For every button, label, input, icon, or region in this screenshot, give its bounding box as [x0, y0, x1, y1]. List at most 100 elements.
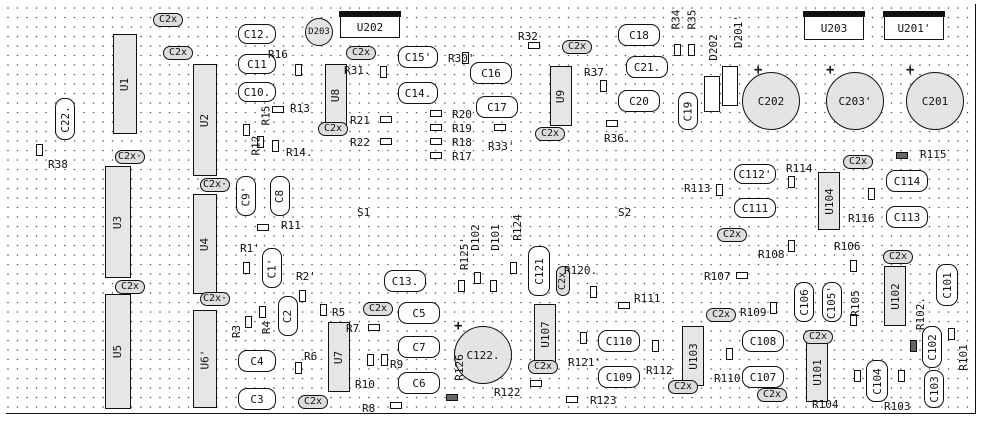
- resistor-body: [430, 152, 442, 159]
- label-r120: R120.: [564, 264, 598, 277]
- resistor-body: [510, 262, 517, 274]
- label-r19: R19: [452, 122, 472, 135]
- cap-c11: C11: [238, 54, 276, 74]
- cap-c2x: C2x: [757, 388, 787, 402]
- ic-u7: U7: [328, 322, 350, 392]
- cap-c106: C106: [794, 282, 814, 322]
- diode-d203: D203: [305, 18, 333, 46]
- cap-c22: C22.: [55, 98, 75, 140]
- resistor-body: [462, 52, 469, 64]
- cap-c203: C203': [826, 72, 884, 130]
- cap-c7: C7: [398, 336, 440, 358]
- label-r16: R16: [268, 48, 288, 61]
- resistor-body: [788, 176, 795, 188]
- label-r17: R17: [452, 150, 472, 163]
- label-r15: R15: [259, 105, 273, 126]
- resistor-body: [430, 110, 442, 117]
- resistor-body: [494, 124, 506, 131]
- cap-c21: C21.: [626, 56, 668, 78]
- resistor-body: [528, 42, 540, 49]
- cap-c2x: C2x: [346, 46, 376, 60]
- resistor-body: [566, 396, 578, 403]
- resistor-body: [896, 152, 908, 159]
- cap-c105: C105': [822, 282, 842, 322]
- cap-c2x: C2x: [163, 46, 193, 60]
- label-r32: R32: [518, 30, 538, 43]
- label-r124: R124: [510, 214, 524, 241]
- resistor-body: [606, 120, 618, 127]
- cap-c14: C14.: [398, 82, 438, 104]
- cap-c8: C8: [270, 176, 290, 216]
- resistor-body: [850, 314, 857, 326]
- resistor-body: [590, 286, 597, 298]
- label-r21: R21: [350, 114, 370, 127]
- cap-c1: C1': [262, 248, 282, 288]
- label-r11: R11: [281, 219, 301, 232]
- resistor-body: [688, 44, 695, 56]
- label-r102: R102.: [914, 296, 928, 331]
- label-r35: R35: [685, 9, 699, 30]
- cap-c104: C104: [866, 360, 888, 402]
- cap-c16: C16: [470, 62, 512, 84]
- cap-c2x: C2x: [153, 13, 183, 27]
- ic-u107: U107: [534, 304, 556, 364]
- cap-c102: C102: [922, 326, 942, 368]
- ic-u3: U3: [105, 166, 131, 278]
- label-r109: R109: [740, 306, 767, 319]
- ic-u6: U6': [193, 310, 217, 408]
- label-r8: R8: [362, 402, 376, 415]
- label-r18: R18: [452, 136, 472, 149]
- cap-c10: C10.: [238, 82, 276, 102]
- label-r121: R121': [568, 356, 602, 369]
- cap-c2x: C2x: [556, 266, 570, 296]
- label-r30: R30': [448, 52, 475, 65]
- cap-c2x: C2x: [115, 280, 145, 294]
- polarity-mark: +: [906, 62, 915, 78]
- label-r116: R116: [848, 212, 875, 225]
- resistor-body: [243, 124, 250, 136]
- resistor-body: [299, 290, 306, 302]
- label-r107: R107: [704, 270, 731, 283]
- cap-c17: C17: [476, 96, 518, 118]
- cap-c112: C112': [734, 164, 776, 184]
- cap-c2x: C2x: [717, 228, 747, 242]
- cap-c20: C20: [618, 90, 660, 112]
- cap-c121: C121: [528, 246, 550, 296]
- resistor-body: [430, 124, 442, 131]
- resistor-body: [716, 184, 723, 196]
- resistor-body: [788, 240, 795, 252]
- label-r106: R106: [834, 240, 861, 253]
- cap-c19: C19: [678, 92, 698, 130]
- cap-c108: C108: [742, 330, 784, 352]
- label-r7: R7: [346, 322, 360, 335]
- cap-c2x: C2x: [706, 308, 736, 322]
- label-r37: R37: [584, 66, 604, 79]
- cap-c2x: C2x: [883, 250, 913, 264]
- cap-c2x: C2x·: [200, 292, 230, 306]
- resistor-body: [580, 332, 587, 344]
- resistor-body: [770, 302, 777, 314]
- label-r12: R12: [249, 135, 263, 156]
- label-r114: R114: [786, 162, 813, 175]
- resistor-body: [490, 280, 497, 292]
- cap-c103: C103: [924, 370, 944, 408]
- resistor-body: [530, 380, 542, 387]
- resistor-body: [600, 80, 607, 92]
- resistor-body: [898, 370, 905, 382]
- label-r13: R13: [290, 102, 310, 115]
- label-r104: R104: [812, 398, 839, 411]
- label-r6: R6: [304, 350, 318, 363]
- cap-c2x: C2x: [535, 127, 565, 141]
- resistor-body: [390, 402, 402, 409]
- resistor-body: [652, 340, 659, 352]
- diode-d201-body: [722, 66, 738, 106]
- cap-c15: C15': [398, 46, 438, 68]
- label-r20: R20: [452, 108, 472, 121]
- polarity-mark: +: [754, 62, 763, 78]
- resistor-body: [446, 394, 458, 401]
- cap-c2x: C2x: [562, 40, 592, 54]
- regulator-u202: U202: [339, 11, 401, 38]
- cap-c2x: C2x: [318, 122, 348, 136]
- resistor-body: [295, 362, 302, 374]
